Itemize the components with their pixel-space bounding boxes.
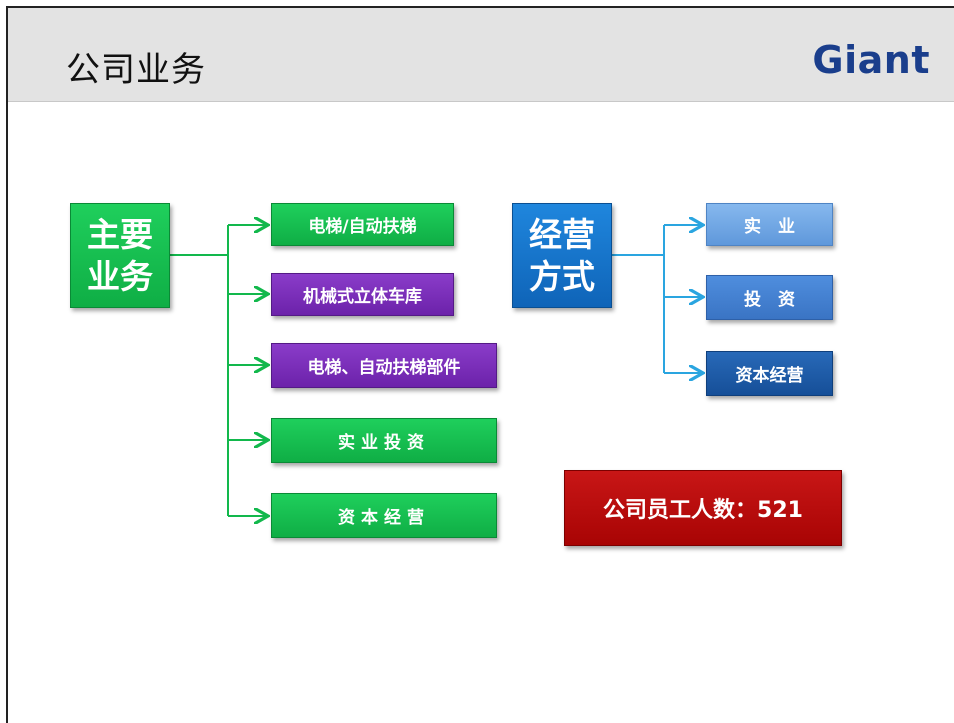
operation-mode-box: 经营 方式 [512,203,612,308]
operation-mode-connectors [612,225,701,373]
operation-mode-label-line1: 经营 [529,214,595,254]
main-business-connectors [170,225,266,516]
header-bar: 公司业务 Giant [8,8,954,102]
main-business-box: 主要 业务 [70,203,170,308]
mode-investment: 投 资 [706,275,833,320]
item-elevator-parts: 电梯、自动扶梯部件 [271,343,497,388]
item-capital-operation: 资本经营 [271,493,497,538]
mode-industry: 实 业 [706,203,833,246]
mode-capital-operation: 资本经营 [706,351,833,396]
operation-mode-label-line2: 方式 [529,256,595,296]
main-business-label-line1: 主要 [87,214,153,254]
item-elevator: 电梯/自动扶梯 [271,203,454,246]
employee-count-box: 公司员工人数：521 [564,470,842,546]
giant-logo: Giant [812,38,930,82]
item-parking-garage: 机械式立体车库 [271,273,454,316]
item-industrial-investment: 实业投资 [271,418,497,463]
main-business-label-line2: 业务 [87,256,153,296]
slide-frame [6,6,954,723]
page-title: 公司业务 [66,50,206,90]
